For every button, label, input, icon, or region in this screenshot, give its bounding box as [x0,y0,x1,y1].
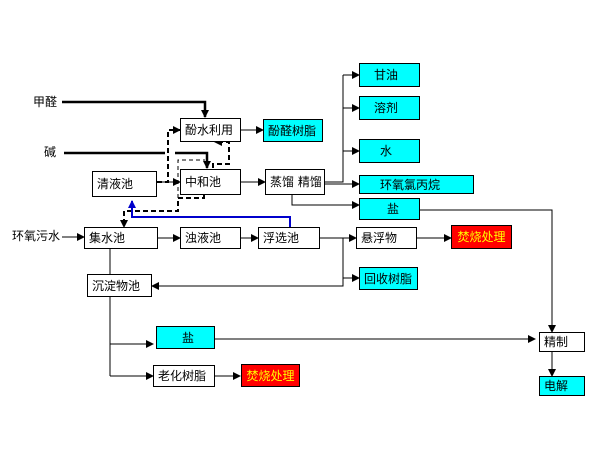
phenol-water-use-box: 酚水利用 [180,118,241,142]
suspended-matter-box: 悬浮物 [356,227,417,249]
epichlorohydrin-box: 环氧氯丙烷 [359,175,474,194]
neutralization-pool-box: 中和池 [180,169,241,195]
distill-trunk [325,75,344,183]
salt-box-2: 盐 [156,326,215,349]
refining-box: 精制 [539,332,585,352]
water-box: 水 [359,139,420,163]
clear-liquid-pool-box: 清液池 [92,171,157,197]
salt-box-1: 盐 [359,198,420,220]
phenolic-resin-box: 酚醛树脂 [263,119,323,142]
recycle-line [128,200,291,229]
dashed-clear-to-phenol [157,126,181,183]
incineration-box-1: 焚烧处理 [451,225,512,249]
alkali-label: 碱 [44,145,57,159]
collection-pool-box: 集水池 [84,227,158,249]
formaldehyde-label: 甲醛 [33,95,58,109]
sediment-pool-box: 沉淀物池 [87,274,152,297]
flotation-pool-box: 浮选池 [258,227,320,249]
turbid-liquid-pool-box: 浊液池 [180,227,241,249]
glycerin-box: 甘油 [359,63,420,87]
salt1-to-refine [420,209,556,333]
distillation-box: 蒸馏 精馏 [265,169,325,195]
dashed-neutral-left [177,159,205,198]
aged-resin-box: 老化树脂 [153,365,215,387]
dashed-return [120,195,205,228]
formaldehyde-line [62,100,209,118]
electrolysis-box: 电解 [539,376,585,396]
incineration-box-2: 焚烧处理 [241,364,300,387]
epoxy-wastewater-label: 环氧污水 [12,229,61,243]
to-salt1 [291,194,360,209]
dashed-neutral-to-phenol [212,138,230,168]
branch-to-sediment [151,278,344,290]
solvent-box: 溶剂 [359,96,420,120]
alkali-line-2 [175,151,211,169]
recovered-resin-box: 回收树脂 [359,267,418,290]
